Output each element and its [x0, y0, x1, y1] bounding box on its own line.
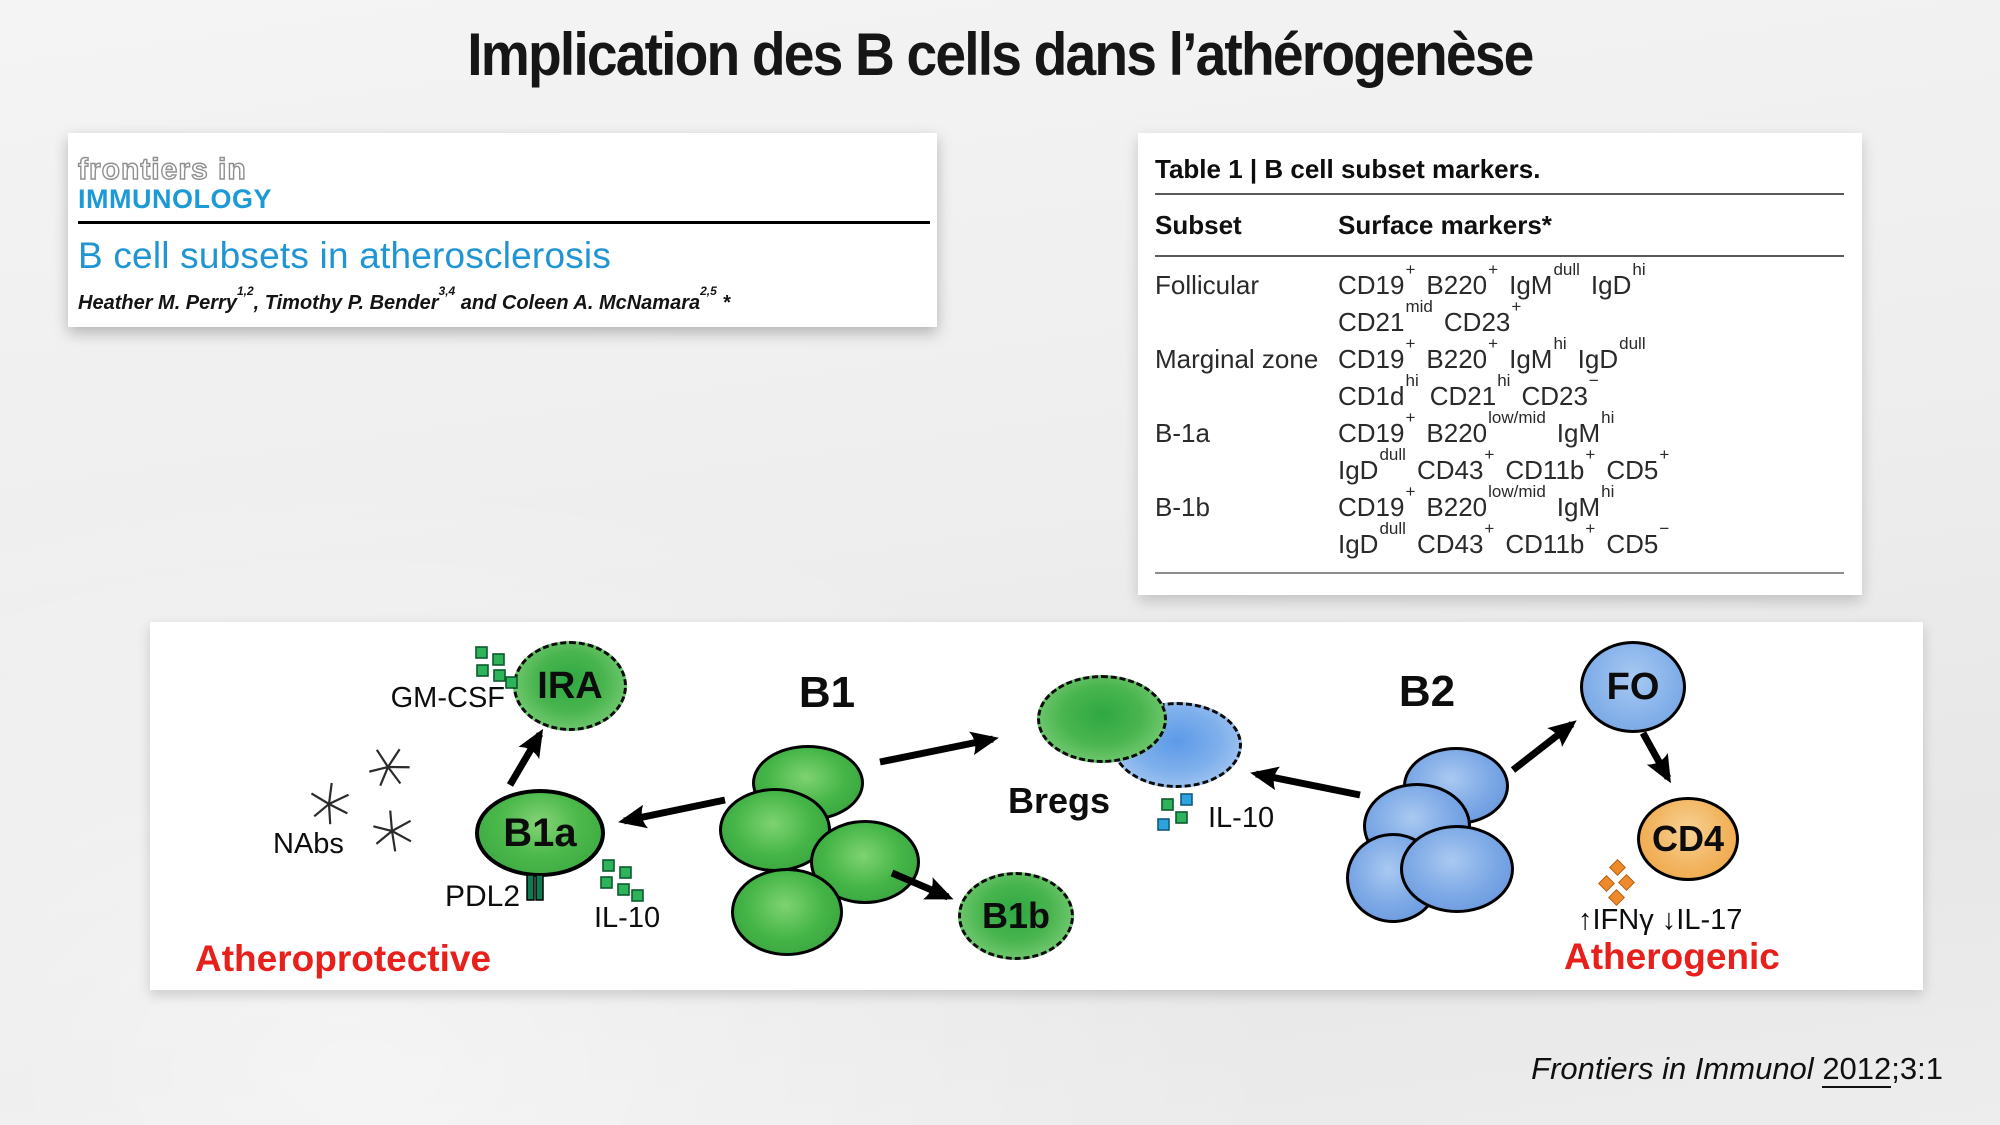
- author-affiliation: 2,5: [700, 283, 717, 298]
- citation-year: 2012: [1822, 1051, 1892, 1088]
- frontiers-logo-journal: IMMUNOLOGY: [78, 184, 272, 214]
- column-header-surface-markers: Surface markers*: [1338, 210, 1552, 240]
- il10-left-label: IL-10: [594, 902, 661, 934]
- atheroprotective-label: Atheroprotective: [195, 938, 492, 979]
- cd4-cell: CD4: [1637, 797, 1739, 881]
- author-affiliation: 1,2: [236, 283, 254, 298]
- author-name: Heather M. Perry: [78, 292, 237, 315]
- b2-group-label: B2: [1398, 667, 1456, 716]
- b1b-cell-label: B1b: [981, 895, 1050, 936]
- author-name: and Coleen A. McNamara: [455, 292, 701, 315]
- gmcsf-label: GM-CSF: [390, 682, 505, 714]
- subset-cell: B-1b: [1155, 492, 1210, 522]
- table-title: Table 1 | B cell subset markers.: [1155, 154, 1541, 184]
- paper-header-inner: frontiers in IMMUNOLOGY B cell subsets i…: [77, 153, 930, 315]
- arrow: [506, 720, 1672, 901]
- il10-breg-cytokine-squares-icon: [1157, 793, 1193, 831]
- table-rule-bottom: [1155, 572, 1844, 574]
- column-header-subset: Subset: [1155, 210, 1242, 240]
- pdl2-label: PDL2: [444, 880, 520, 913]
- slide-title-wrap: Implication des B cells dans l’athérogen…: [0, 20, 2000, 89]
- breg-green-cell: [1037, 675, 1167, 763]
- atherogenic-label: Atherogenic: [1564, 936, 1780, 977]
- subset-cell: Marginal zone: [1155, 344, 1319, 374]
- arrows-layer: [307, 646, 1672, 906]
- frontiers-logo-top: frontiers in: [77, 153, 247, 186]
- bregs-label: Bregs: [1007, 780, 1111, 821]
- b1-cluster-cell: [731, 868, 843, 956]
- paper-header-card: frontiers in IMMUNOLOGY B cell subsets i…: [68, 133, 937, 327]
- b1a-cell-label: B1a: [503, 810, 577, 855]
- paper-divider: [78, 221, 930, 225]
- gmcsf-cytokine-squares-icon: [475, 646, 518, 689]
- ira-cell-label: IRA: [537, 664, 603, 707]
- b1a-cell: B1a: [475, 789, 605, 877]
- table-rule-header: [1155, 255, 1844, 257]
- nabs-label: NAbs: [273, 828, 344, 860]
- citation-journal: Frontiers in Immunol: [1531, 1051, 1814, 1086]
- b2-cluster-cell: [1400, 825, 1514, 913]
- subset-cell: B-1a: [1155, 418, 1210, 448]
- b1b-cell: B1b: [958, 872, 1074, 960]
- il10-mid-label: IL-10: [1208, 802, 1275, 834]
- pdl2-receptor-icon: [526, 874, 544, 901]
- slide-title: Implication des B cells dans l’athérogen…: [467, 21, 1534, 88]
- citation: Frontiers in Immunol 2012;3:1: [1531, 1051, 1943, 1088]
- il10-cytokine-squares-icon: [600, 859, 644, 902]
- author-affiliation: 3,4: [438, 283, 456, 298]
- corresponding-author-mark: *: [716, 292, 731, 315]
- table-card: Table 1 | B cell subset markers. Subset …: [1138, 133, 1862, 595]
- ifn-il17-label: ↑IFNγ ↓IL-17: [1578, 904, 1743, 936]
- fo-cell: FO: [1580, 641, 1686, 733]
- article-title: B cell subsets in atherosclerosis: [78, 235, 612, 277]
- cd4-cell-label: CD4: [1651, 818, 1725, 859]
- citation-volume: ;3:1: [1891, 1051, 1943, 1086]
- ira-cell: IRA: [513, 641, 627, 731]
- cd4-cytokine-diamonds-icon: [1598, 859, 1635, 906]
- figure-panel: IRA B1a B1b FO CD4: [150, 622, 1923, 990]
- author-name: , Timothy P. Bender: [253, 292, 439, 315]
- fo-cell-label: FO: [1606, 665, 1660, 708]
- table-rule-top: [1155, 193, 1844, 195]
- table-header-row: Subset Surface markers*: [1155, 195, 1844, 255]
- authors-line: Heather M. Perry1,2, Timothy P. Bender3,…: [78, 285, 929, 315]
- b1-group-label: B1: [798, 668, 856, 717]
- subset-cell: Follicular: [1155, 270, 1260, 300]
